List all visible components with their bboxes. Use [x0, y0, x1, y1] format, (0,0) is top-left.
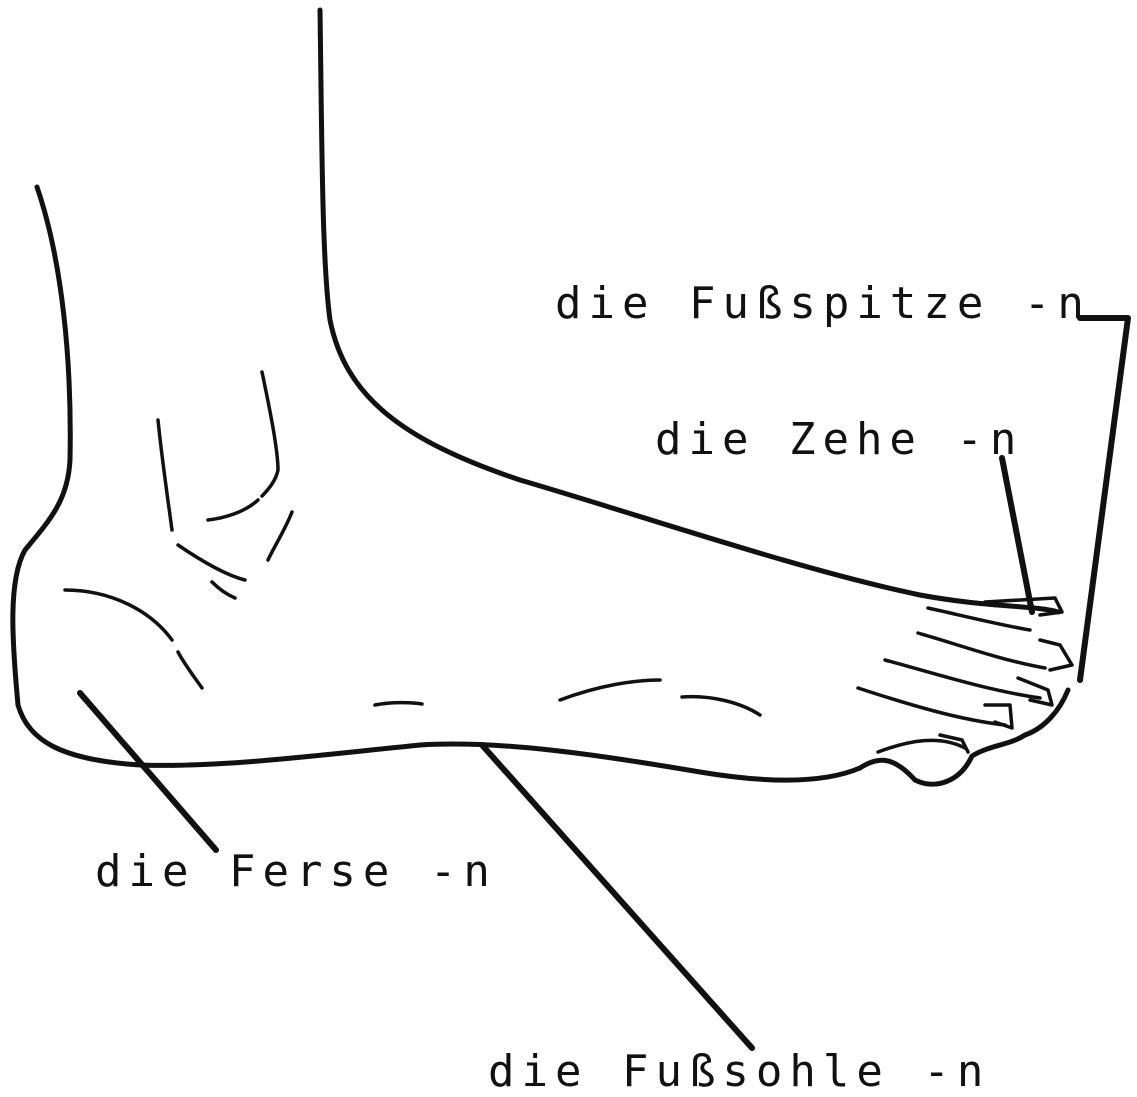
ankle-detail-5: [212, 582, 235, 598]
ankle-detail-3: [208, 500, 258, 520]
heel-crease: [65, 590, 172, 640]
tip-leader-line: [1080, 318, 1128, 680]
ankle-detail-4: [178, 545, 245, 580]
heel-leader-line: [80, 693, 216, 850]
ankle-detail-2: [262, 372, 278, 496]
ankle-detail-1: [158, 420, 172, 530]
leg-back-outline: [13, 187, 860, 780]
arch-detail-3: [682, 697, 760, 715]
label-ferse: die Ferse -n: [95, 850, 497, 894]
arch-detail-1: [375, 703, 422, 705]
label-fussspitze: die Fußspitze -n: [555, 282, 1091, 326]
arch-detail-2: [560, 680, 660, 700]
toenail-2: [1040, 640, 1072, 670]
sole-leader-line: [482, 745, 752, 1048]
toe-line-4: [858, 688, 1005, 725]
label-zehe: die Zehe -n: [655, 418, 1023, 462]
foot-front-outline: [860, 690, 1068, 784]
label-fusssohle: die Fußsohle -n: [488, 1050, 990, 1094]
toenail-3: [1018, 678, 1052, 705]
toe-leader-line: [1002, 458, 1032, 612]
toe-line-5: [878, 740, 965, 752]
ankle-detail-6: [268, 512, 292, 560]
heel-detail: [178, 652, 202, 688]
toe-line-1: [928, 608, 1030, 630]
toe-line-2: [918, 633, 1045, 668]
